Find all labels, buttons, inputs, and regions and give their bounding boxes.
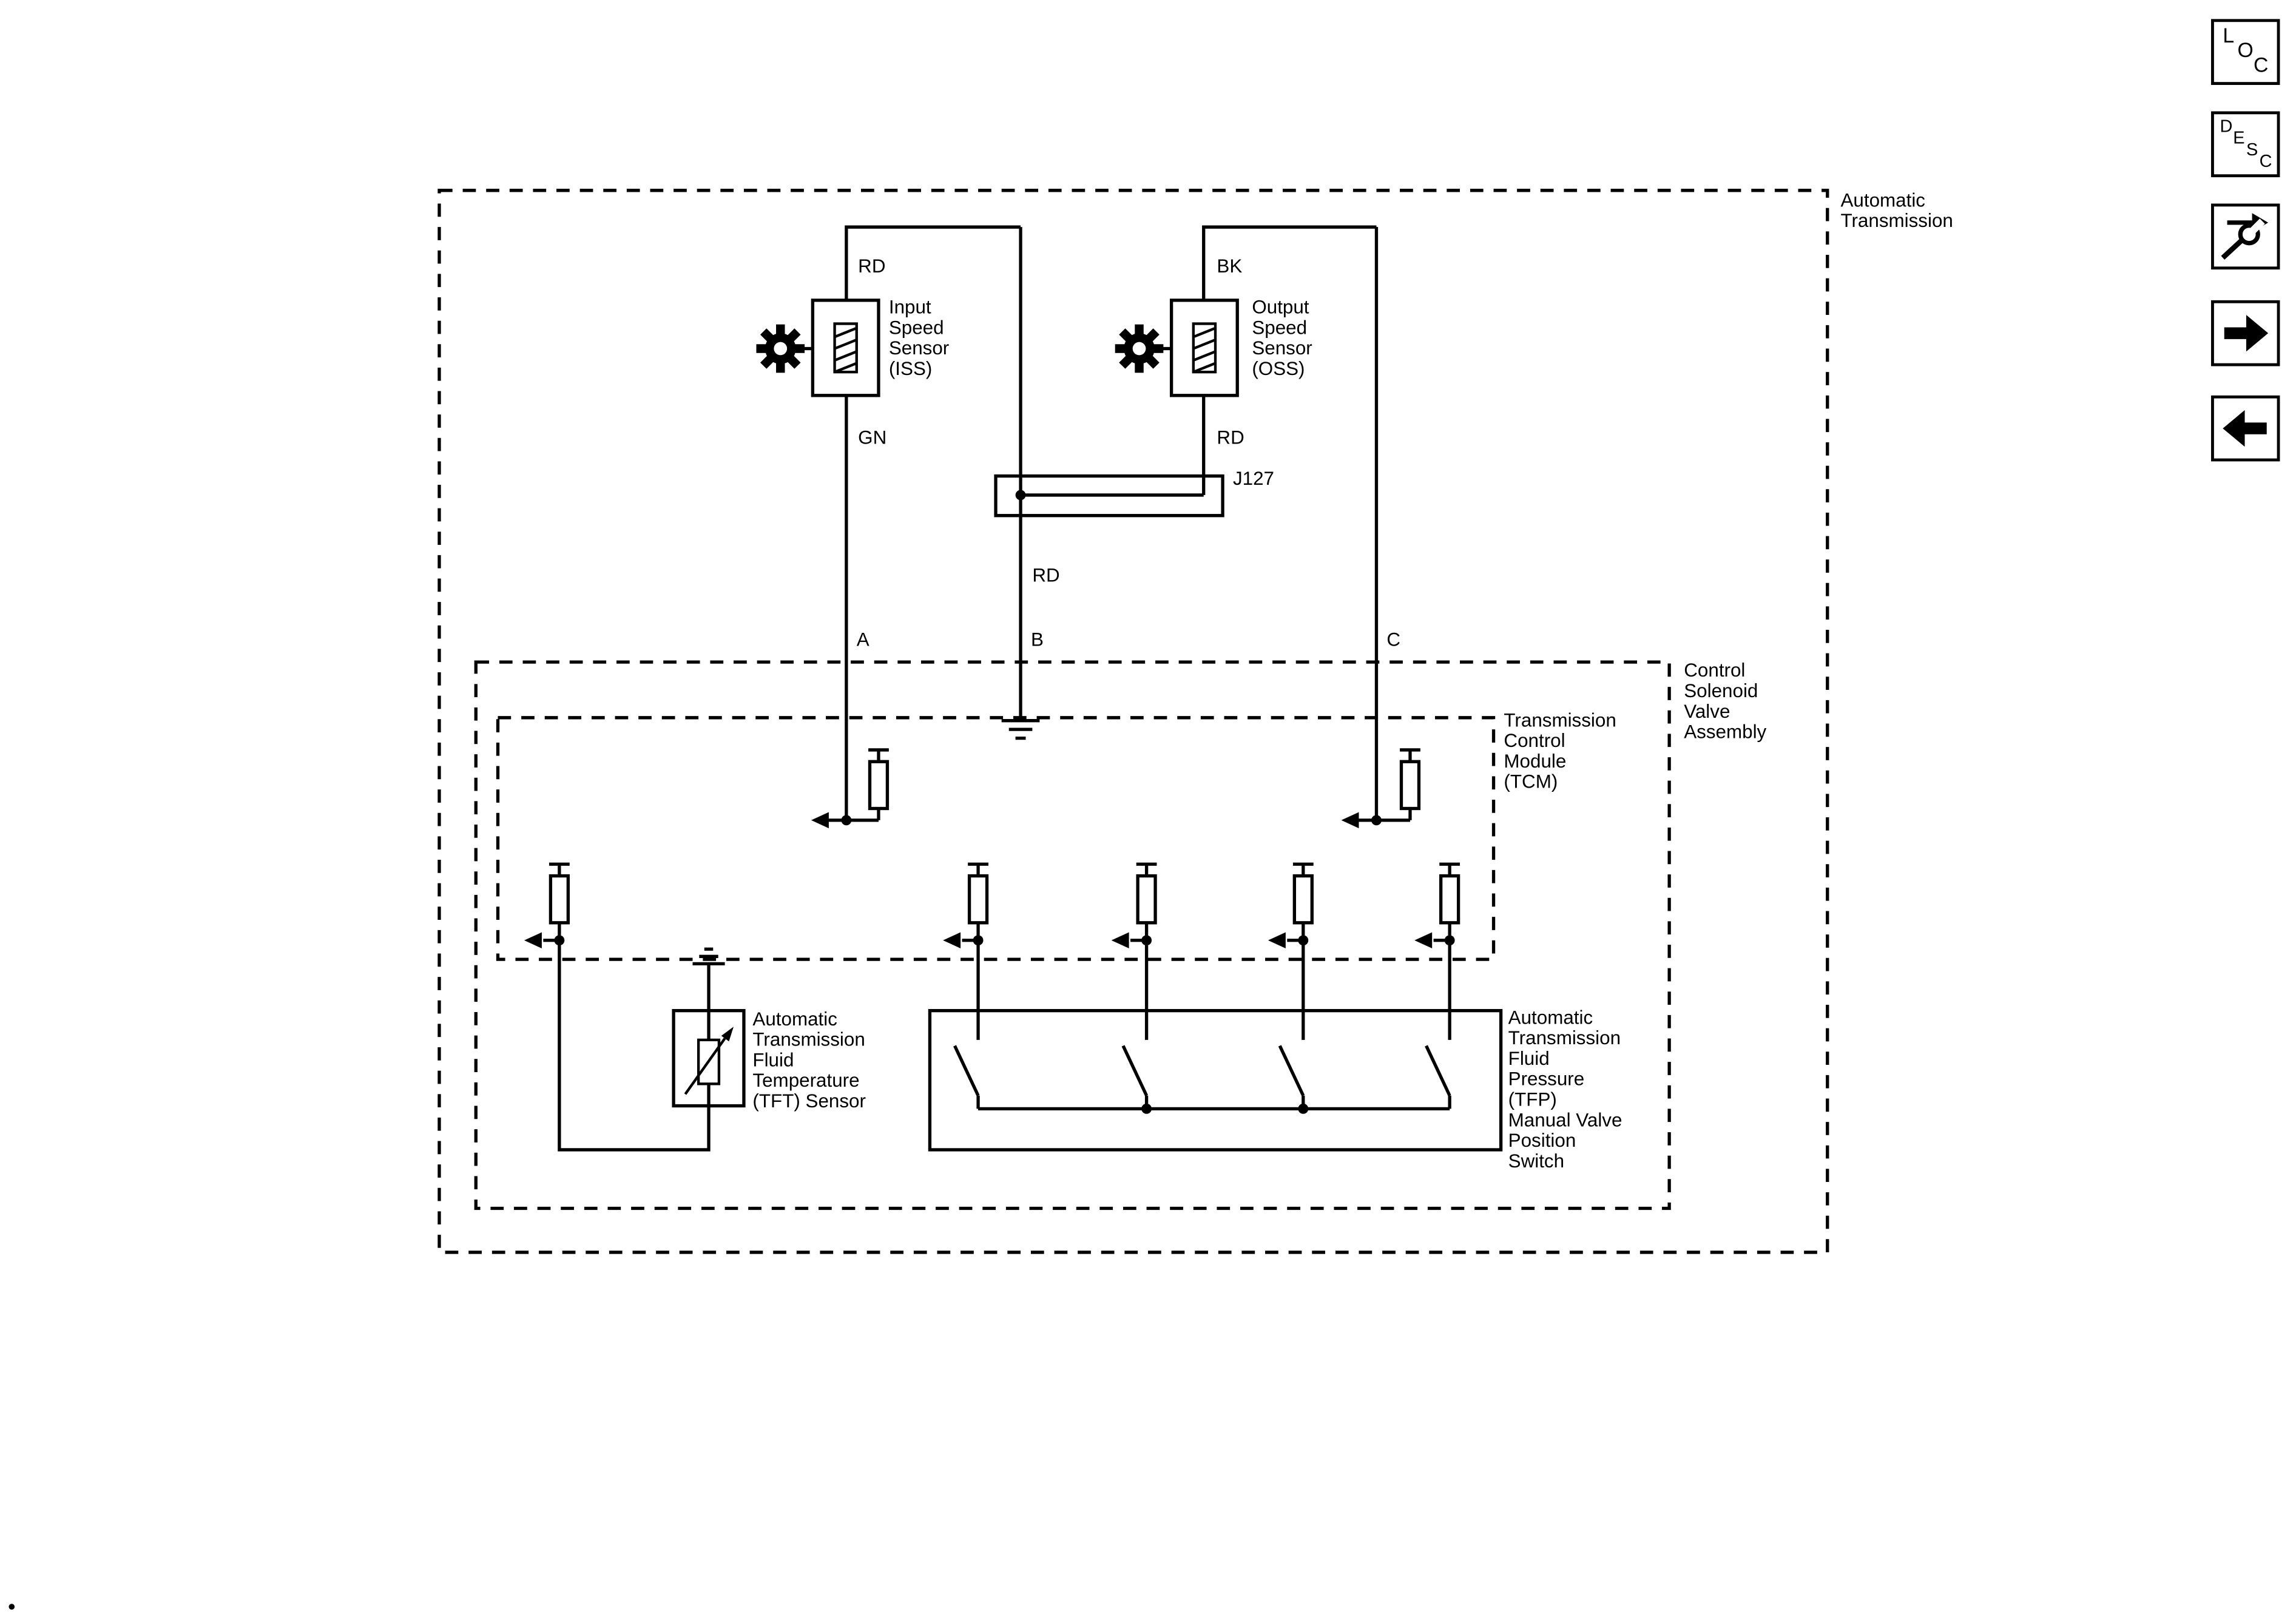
control-solenoid-valve-assembly-boundary — [474, 660, 1671, 1210]
tft-sensor — [672, 1008, 746, 1108]
oss-box — [1169, 299, 1239, 397]
oss-sensor-hatch — [1193, 326, 1216, 374]
tcm-tfp-circuit-4 — [1414, 862, 1460, 949]
tfp-switch-contact-3 — [1278, 1010, 1305, 1109]
wire-iss-rd — [845, 225, 1021, 300]
wire-oss-bk — [1202, 225, 1377, 300]
desc-button[interactable]: D E S C — [2211, 111, 2280, 178]
signal-arrow-tfp-3-icon — [1268, 932, 1286, 949]
automatic-transmission-boundary — [437, 189, 1829, 1254]
label-j127: J127 — [1232, 467, 1275, 490]
tcm-tfp-circuit-2 — [1111, 862, 1157, 949]
tcm-resistor-tfp-1 — [967, 874, 989, 925]
oss-sensor — [1115, 299, 1239, 397]
tcm-resistor-c — [1399, 760, 1421, 811]
desc-letter: E — [2233, 127, 2245, 148]
desc-letter: C — [2259, 150, 2272, 172]
signal-arrow-tfp-2-icon — [1111, 932, 1129, 949]
arrow-right-icon — [2224, 314, 2269, 352]
tcm-tft-signal-circuit — [524, 862, 570, 949]
j127-splice — [994, 474, 1224, 518]
signal-arrow-tfp-4-icon — [1414, 932, 1433, 949]
label-tfp-switch: Automatic Transmission Fluid Pressure (T… — [1508, 1006, 1622, 1172]
tfp-bus-junction-dot — [1298, 1103, 1309, 1114]
wire-tft-signal-loop — [558, 940, 711, 1152]
signal-arrow-a-icon — [811, 812, 829, 829]
tfp-switch — [928, 1008, 1503, 1152]
signal-arrow-tft-icon — [524, 932, 542, 949]
next-button[interactable] — [2211, 300, 2280, 366]
iss-gear-icon — [756, 324, 805, 373]
wire-color-label-iss-bottom: GN — [858, 426, 887, 448]
label-tcm: Transmission Control Module (TCM) — [1504, 709, 1616, 792]
tcm-resistor-tfp-2 — [1136, 874, 1157, 925]
tft-ground-icon — [692, 947, 725, 1011]
pin-label-c: C — [1386, 628, 1401, 650]
tcm-input-circuit-c — [1341, 748, 1421, 829]
tft-thermistor-arrow — [684, 1038, 726, 1095]
tfp-bus-junction-dot — [1141, 1103, 1152, 1114]
tft-thermistor-arrowhead — [721, 1027, 734, 1042]
label-tft-sensor: Automatic Transmission Fluid Temperature… — [752, 1007, 866, 1112]
loc-letter: L — [2223, 23, 2235, 47]
tcm-resistor-tfp-4 — [1439, 874, 1460, 925]
label-output-speed-sensor: Output Speed Sensor (OSS) — [1252, 295, 1312, 380]
label-control-solenoid-valve-assembly: Control Solenoid Valve Assembly — [1684, 659, 1767, 743]
tcm-input-circuit-a — [811, 748, 890, 829]
iss-sensor-hatch — [834, 326, 857, 374]
signal-arrow-c-icon — [1341, 812, 1359, 829]
signal-arrow-tfp-1-icon — [943, 932, 961, 949]
tft-thermistor — [697, 1038, 721, 1085]
schematic-tools-button[interactable] — [2211, 203, 2280, 270]
tcm-pin-b-ground-icon — [1001, 719, 1040, 740]
tcm-boundary — [496, 716, 1496, 961]
arrow-left-icon — [2223, 410, 2267, 447]
tcm-tfp-circuit-1 — [943, 862, 989, 949]
wire-color-label-oss-bottom: RD — [1217, 426, 1244, 448]
wire-color-label-oss-top: BK — [1217, 255, 1243, 277]
oss-gear-icon — [1115, 324, 1164, 373]
loc-letter: O — [2237, 38, 2254, 62]
tcm-resistor-tft — [549, 874, 570, 925]
pin-label-a: A — [856, 628, 869, 650]
tcm-resistor-tfp-3 — [1292, 874, 1314, 925]
tfp-switch-contact-1 — [953, 1010, 980, 1109]
j127-junction-dot — [1015, 490, 1026, 501]
stray-mark — [8, 1604, 15, 1610]
back-button[interactable] — [2211, 395, 2280, 462]
schematic-wrench-arrow-icon — [2221, 213, 2269, 260]
desc-letter: D — [2220, 115, 2233, 137]
desc-letter: S — [2246, 139, 2258, 160]
wire-color-label-splice-down: RD — [1032, 564, 1060, 586]
pin-label-b: B — [1030, 628, 1044, 650]
loc-letter: C — [2254, 52, 2269, 76]
iss-sensor — [756, 299, 880, 397]
j127-splice-box — [994, 474, 1224, 518]
tfp-switch-contact-2 — [1121, 1010, 1149, 1109]
wire-color-label-iss-top: RD — [858, 255, 886, 277]
label-input-speed-sensor: Input Speed Sensor (ISS) — [888, 295, 950, 380]
tfp-box — [928, 1008, 1503, 1152]
loc-button[interactable]: L O C — [2211, 19, 2280, 86]
iss-box — [811, 299, 880, 397]
tfp-switch-contact-4 — [1425, 1010, 1451, 1109]
tcm-tfp-circuit-3 — [1268, 862, 1314, 949]
label-automatic-transmission: Automatic Transmission — [1840, 189, 1953, 232]
tcm-resistor-a — [868, 760, 890, 811]
